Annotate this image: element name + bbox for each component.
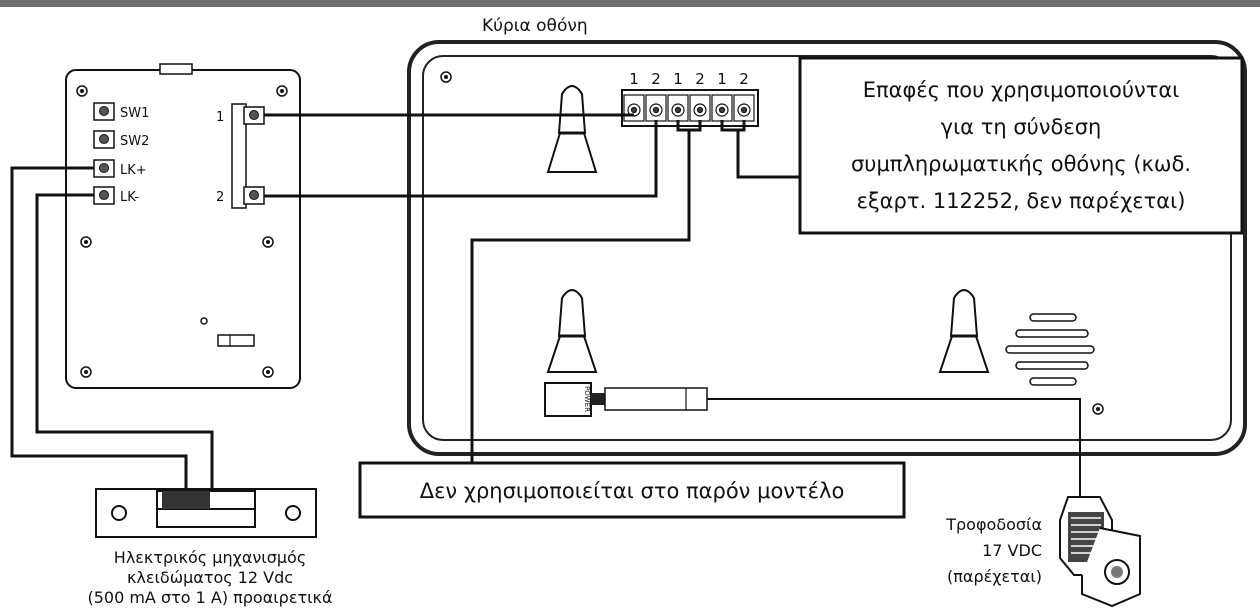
terminal-number: 1 [717,70,727,88]
mounting-hook-icon [938,289,990,373]
speaker-grille-icon [1005,313,1095,386]
wire-extra-pointer [736,130,800,179]
screw-icon [76,85,88,97]
terminal-label: SW2 [120,134,149,149]
terminal-number: 1 [673,70,683,88]
electric-lock: Ηλεκτρικός μηχανισμός κλειδώματος 12 Vdc… [87,488,333,607]
wire-lk-plus [10,166,188,492]
callout-line: συμπληρωματικής οθόνης (κωδ. [851,152,1191,176]
main-monitor-title: Κύρια οθόνη [482,16,588,36]
wire-lk-minus [35,193,214,492]
door-panel: SW1 SW2 LK+ LK- 1 2 [65,63,301,389]
wiring [10,113,1081,497]
callout-line: για τη σύνδεση [941,115,1102,139]
mounting-hook-icon [546,289,598,373]
wire-unused-pointer [470,130,691,463]
power-plug-body [544,382,592,417]
terminal-1 [243,106,265,125]
callout-line: Επαφές που χρησιμοποιούνται [863,78,1180,102]
screw-icon [1092,403,1104,415]
power-supply: Τροφοδοσία 17 VDC (παρέχεται) [945,496,1141,608]
power-supply-caption-line: 17 VDC [982,541,1042,560]
terminal-lk-plus [93,159,115,178]
power-adapter-icon [1059,496,1141,608]
lock-screw-hole [111,505,127,521]
screw-icon [276,85,288,97]
panel-slot [217,334,255,347]
screw-icon [262,366,274,378]
power-plug-label: POWER [583,386,591,412]
terminal-label: 2 [216,190,224,205]
top-border [0,0,1260,7]
screw-icon [80,366,92,378]
callout-extra-monitor-contacts: Επαφές που χρησιμοποιούνται για τη σύνδε… [798,56,1244,235]
lock-caption-line: (500 mA στο 1 A) προαιρετικά [87,588,332,607]
terminal-label: LK- [120,190,139,205]
terminal-sw1 [93,102,115,121]
lock-bolt [162,491,210,509]
door-panel-top-clip [159,63,193,75]
mounting-hook-icon [546,85,598,173]
lock-caption-line: Ηλεκτρικός μηχανισμός [114,548,306,567]
wire-extra-jumper [720,120,746,132]
terminal-number: 2 [739,70,749,88]
power-plug-cable-grip [591,393,605,405]
callout-box [798,56,1244,235]
screw-icon [80,236,92,248]
power-supply-caption-line: Τροφοδοσία [945,515,1042,534]
terminal-lk-minus [93,186,115,205]
terminal-strip [231,103,247,209]
panel-hole [200,317,208,325]
lock-caption-line: κλειδώματος 12 Vdc [127,568,293,587]
terminal-number: 2 [651,70,661,88]
power-socket [604,387,708,411]
callout-line: Δεν χρησιμοποιείται στο παρόν μοντέλο [420,479,845,503]
terminal-sw2 [93,130,115,149]
screw-icon [262,236,274,248]
wire-power [707,398,1081,497]
power-supply-caption-line: (παρέχεται) [947,567,1042,586]
callout-unused-terminals: Δεν χρησιμοποιείται στο παρόν μοντέλο [358,461,906,519]
wire-bus-2 [264,120,658,198]
terminal-2 [243,186,265,205]
terminal-label: 1 [216,110,224,125]
callout-box [358,461,906,519]
terminal-number: 2 [695,70,705,88]
terminal-number: 1 [629,70,639,88]
monitor-terminal-block: 1 2 1 2 1 2 [621,70,759,127]
lock-screw-hole [285,505,301,521]
terminal-label: SW1 [120,106,149,121]
power-connector: POWER [544,382,708,417]
callout-line: εξαρτ. 112252, δεν παρέχεται) [857,189,1186,213]
terminal-label: LK+ [120,163,147,178]
screw-icon [440,71,452,83]
